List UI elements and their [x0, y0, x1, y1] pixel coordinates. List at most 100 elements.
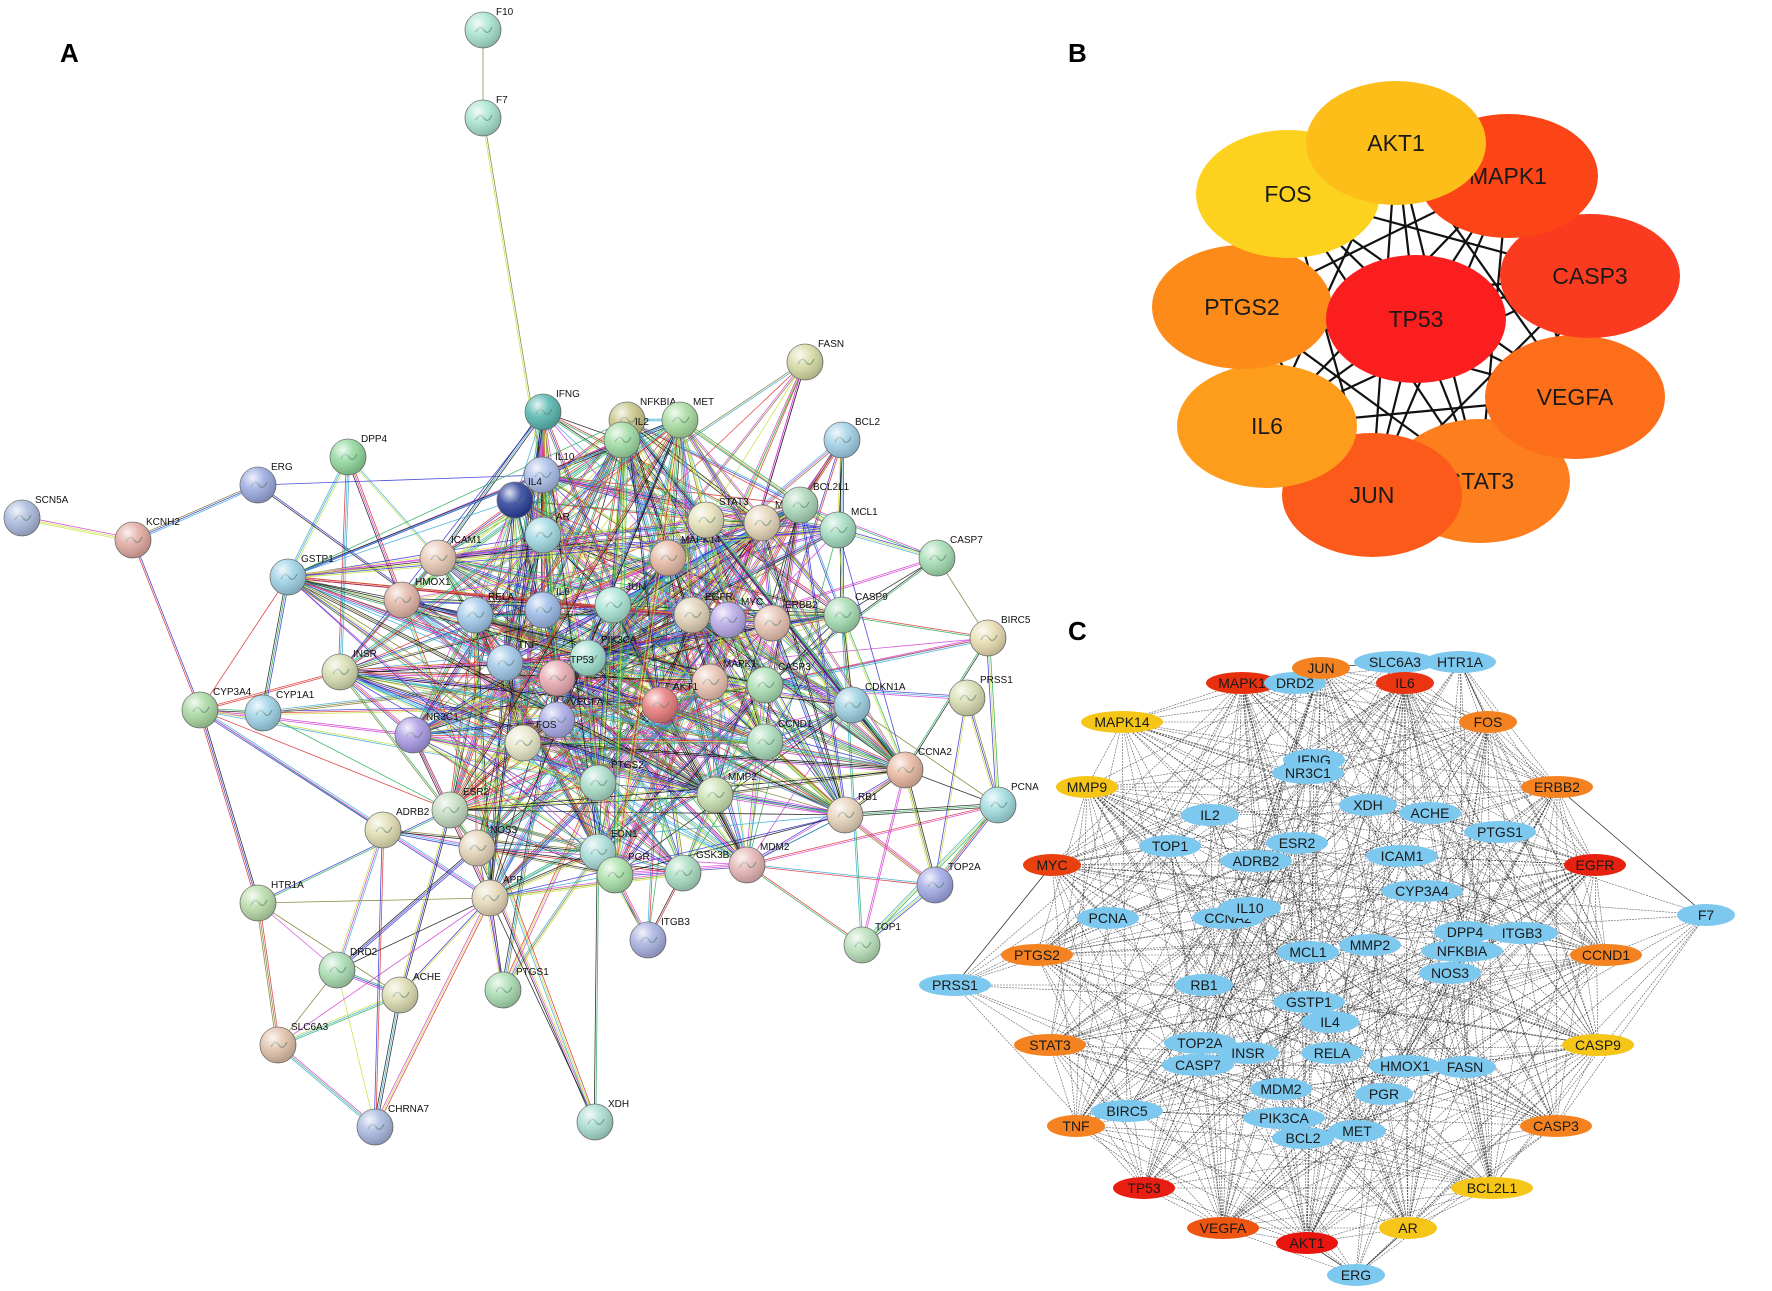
node-xdh[interactable]: XDH	[576, 1099, 629, 1141]
node-htr1a[interactable]: HTR1A	[1424, 651, 1496, 673]
node-cyp1a1[interactable]: CYP1A1	[244, 690, 315, 732]
node-hmox1[interactable]: HMOX1	[1369, 1055, 1441, 1077]
node-casp7[interactable]: CASP7	[1162, 1054, 1234, 1076]
node-il2[interactable]: IL2	[603, 417, 649, 459]
node-mapk14[interactable]: MAPK14	[649, 535, 721, 577]
node-myc[interactable]: MYC	[1023, 854, 1081, 876]
node-top2a[interactable]: TOP2A	[1164, 1032, 1236, 1054]
node-pgr[interactable]: PGR	[596, 852, 650, 894]
hub-node-il6[interactable]: IL6	[1177, 364, 1357, 488]
node-erbb2[interactable]: ERBB2	[1521, 776, 1593, 798]
node-ptgs1[interactable]: PTGS1	[484, 967, 549, 1009]
node-nr3c1[interactable]: NR3C1	[394, 712, 459, 754]
hub-node-ptgs2[interactable]: PTGS2	[1152, 245, 1332, 369]
node-itgb3[interactable]: ITGB3	[629, 917, 690, 959]
node-cyp3a4[interactable]: CYP3A4	[181, 687, 252, 729]
node-ccnd1[interactable]: CCND1	[746, 719, 813, 761]
node-bcl2l1[interactable]: BCL2L1	[1451, 1177, 1533, 1199]
node-cdkn1a[interactable]: CDKN1A	[833, 682, 906, 724]
node-insr[interactable]: INSR	[321, 649, 377, 691]
node-mapk1[interactable]: MAPK1	[691, 659, 757, 701]
node-insr[interactable]: INSR	[1217, 1042, 1279, 1064]
node-tp53[interactable]: TP53	[1113, 1177, 1175, 1199]
node-mapk1[interactable]: MAPK1	[1206, 672, 1278, 694]
node-ar[interactable]: AR	[1379, 1217, 1437, 1239]
node-nos3[interactable]: NOS3	[458, 825, 518, 867]
node-vegfa[interactable]: VEGFA	[538, 697, 604, 739]
node-pcna[interactable]: PCNA	[1077, 907, 1139, 929]
node-pgr[interactable]: PGR	[1355, 1083, 1413, 1105]
node-scn5a[interactable]: SCN5A	[3, 495, 69, 537]
node-ache[interactable]: ACHE	[1399, 802, 1461, 824]
node-top1[interactable]: TOP1	[1139, 835, 1201, 857]
node-il10[interactable]: IL10	[1219, 897, 1281, 919]
node-akt1[interactable]: AKT1	[1276, 1232, 1338, 1254]
node-prss1[interactable]: PRSS1	[919, 974, 991, 996]
node-ptgs2[interactable]: PTGS2	[1001, 944, 1073, 966]
node-rb1[interactable]: RB1	[1175, 974, 1233, 996]
node-il4[interactable]: IL4	[1301, 1011, 1359, 1033]
node-adrb2[interactable]: ADRB2	[364, 807, 430, 849]
node-vegfa[interactable]: VEGFA	[1187, 1217, 1259, 1239]
node-fos[interactable]: FOS	[1459, 711, 1517, 733]
node-erbb2[interactable]: ERBB2	[753, 600, 818, 642]
node-top2a[interactable]: TOP2A	[916, 862, 981, 904]
node-pik3ca[interactable]: PIK3CA	[569, 635, 637, 677]
node-rb1[interactable]: RB1	[826, 792, 878, 834]
node-fasn[interactable]: FASN	[1434, 1056, 1496, 1078]
node-bcl2[interactable]: BCL2	[823, 417, 880, 459]
node-erg[interactable]: ERG	[1327, 1264, 1385, 1286]
node-chrna7[interactable]: CHRNA7	[356, 1104, 430, 1146]
node-stat3[interactable]: STAT3	[1014, 1034, 1086, 1056]
node-casp9[interactable]: CASP9	[823, 592, 888, 634]
node-jun[interactable]: JUN	[1292, 657, 1350, 679]
node-met[interactable]: MET	[1328, 1120, 1386, 1142]
node-bcl2l1[interactable]: BCL2L1	[781, 482, 850, 524]
node-stat3[interactable]: STAT3	[687, 497, 749, 539]
node-mdm2[interactable]: MDM2	[1250, 1078, 1312, 1100]
node-prss1[interactable]: PRSS1	[948, 675, 1013, 717]
node-casp7[interactable]: CASP7	[918, 535, 983, 577]
node-adrb2[interactable]: ADRB2	[1220, 850, 1292, 872]
node-ccnd1[interactable]: CCND1	[1570, 944, 1642, 966]
node-met[interactable]: MET	[661, 397, 714, 439]
node-slc6a3[interactable]: SLC6A3	[1354, 651, 1436, 673]
node-casp3[interactable]: CASP3	[1520, 1115, 1592, 1137]
node-birc5[interactable]: BIRC5	[969, 615, 1031, 657]
node-tnf[interactable]: TNF	[486, 640, 537, 682]
node-mcl1[interactable]: MCL1	[1277, 941, 1339, 963]
node-bcl2[interactable]: BCL2	[1272, 1127, 1334, 1149]
node-gstp1[interactable]: GSTP1	[269, 554, 334, 596]
node-ccna2[interactable]: CCNA2	[886, 747, 952, 789]
hub-node-casp3[interactable]: CASP3	[1500, 214, 1680, 338]
node-f7[interactable]: F7	[1677, 904, 1735, 926]
node-rela[interactable]: RELA	[1301, 1042, 1363, 1064]
node-itgb3[interactable]: ITGB3	[1486, 922, 1558, 944]
node-nr3c1[interactable]: NR3C1	[1272, 762, 1344, 784]
node-pik3ca[interactable]: PIK3CA	[1243, 1107, 1325, 1129]
node-gstp1[interactable]: GSTP1	[1273, 991, 1345, 1013]
node-il4[interactable]: IL4	[496, 477, 542, 519]
node-nos3[interactable]: NOS3	[1419, 962, 1481, 984]
node-hmox1[interactable]: HMOX1	[383, 577, 451, 619]
hub-node-tp53[interactable]: TP53	[1326, 255, 1506, 383]
node-icam1[interactable]: ICAM1	[1366, 845, 1438, 867]
node-top1[interactable]: TOP1	[843, 922, 901, 964]
node-il10[interactable]: IL10	[523, 452, 575, 494]
node-mmp2[interactable]: MMP2	[696, 772, 757, 814]
node-mapk14[interactable]: MAPK14	[1081, 711, 1163, 733]
node-il6[interactable]: IL6	[524, 587, 570, 629]
node-app[interactable]: APP	[471, 875, 523, 917]
node-il6[interactable]: IL6	[1376, 672, 1434, 694]
node-drd2[interactable]: DRD2	[318, 947, 378, 989]
node-pcna[interactable]: PCNA	[979, 782, 1039, 824]
node-casp9[interactable]: CASP9	[1562, 1034, 1634, 1056]
hub-node-vegfa[interactable]: VEGFA	[1485, 335, 1665, 459]
node-jun[interactable]: JUN	[594, 582, 645, 624]
node-cyp3a4[interactable]: CYP3A4	[1381, 880, 1463, 902]
node-myc[interactable]: MYC	[709, 597, 763, 639]
node-ifng[interactable]: IFNG	[524, 389, 580, 431]
node-esr2[interactable]: ESR2	[1266, 832, 1328, 854]
node-esr2[interactable]: ESR2	[431, 787, 490, 829]
node-fos[interactable]: FOS	[504, 720, 557, 762]
